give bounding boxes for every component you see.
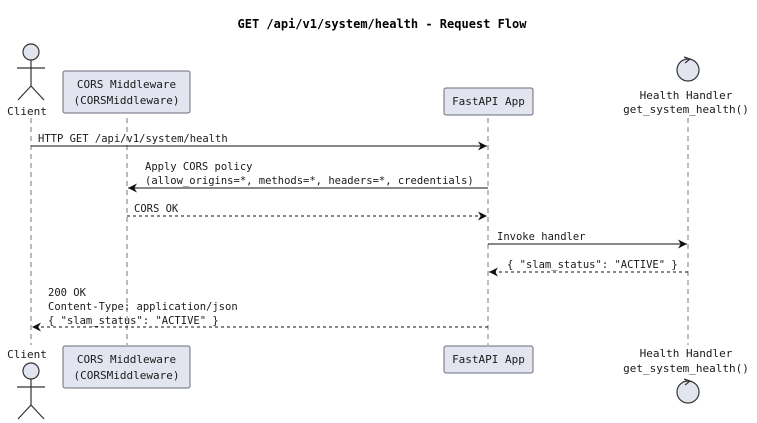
message-4-label: Invoke handler <box>497 231 586 243</box>
cors-label-line2-top: (CORSMiddleware) <box>74 94 180 107</box>
actor-head-icon <box>22 43 40 61</box>
client-actor-top: Client <box>7 43 47 118</box>
fastapi-label-bottom: FastAPI App <box>452 353 525 366</box>
cors-participant-bottom: CORS Middleware (CORSMiddleware) <box>62 345 191 389</box>
handler-label-line1-top: Health Handler <box>640 89 733 102</box>
message-6-label-line1: 200 OK <box>48 287 87 299</box>
diagram-title: GET /api/v1/system/health - Request Flow <box>238 17 528 31</box>
cors-label-line1-bottom: CORS Middleware <box>77 353 176 366</box>
message-5-label: { "slam_status": "ACTIVE" } <box>507 259 678 271</box>
control-icon <box>676 380 700 404</box>
cors-label-line2-bottom: (CORSMiddleware) <box>74 369 180 382</box>
client-label-top: Client <box>7 105 47 118</box>
message-6: 200 OK Content-Type: application/json { … <box>32 287 488 332</box>
message-3: CORS OK <box>127 203 487 221</box>
actor-head-icon <box>22 362 40 380</box>
message-1-label: HTTP GET /api/v1/system/health <box>38 133 228 145</box>
message-3-label: CORS OK <box>134 203 179 215</box>
handler-label-line1-bottom: Health Handler <box>640 347 733 360</box>
message-2-label-line1: Apply CORS policy <box>145 161 252 173</box>
client-label-bottom: Client <box>7 348 47 361</box>
message-2: Apply CORS policy (allow_origins=*, meth… <box>128 161 488 193</box>
fastapi-label-top: FastAPI App <box>452 95 525 108</box>
message-5: { "slam_status": "ACTIVE" } <box>489 259 688 277</box>
message-1: HTTP GET /api/v1/system/health <box>31 133 487 151</box>
control-icon <box>676 58 700 82</box>
cors-participant-top: CORS Middleware (CORSMiddleware) <box>62 70 191 114</box>
message-6-label-line3: { "slam_status": "ACTIVE" } <box>48 315 219 327</box>
message-4: Invoke handler <box>488 231 687 249</box>
handler-label-line2-top: get_system_health() <box>623 103 749 116</box>
handler-participant-bottom: Health Handler get_system_health() <box>623 347 749 404</box>
handler-label-line2-bottom: get_system_health() <box>623 362 749 375</box>
fastapi-participant-bottom: FastAPI App <box>443 345 534 374</box>
cors-label-line1-top: CORS Middleware <box>77 78 176 91</box>
message-6-label-line2: Content-Type: application/json <box>48 301 238 313</box>
client-actor-bottom: Client <box>7 348 47 420</box>
fastapi-participant-top: FastAPI App <box>443 87 534 116</box>
message-2-label-line2: (allow_origins=*, methods=*, headers=*, … <box>145 175 474 187</box>
handler-participant-top: Health Handler get_system_health() <box>623 56 749 116</box>
